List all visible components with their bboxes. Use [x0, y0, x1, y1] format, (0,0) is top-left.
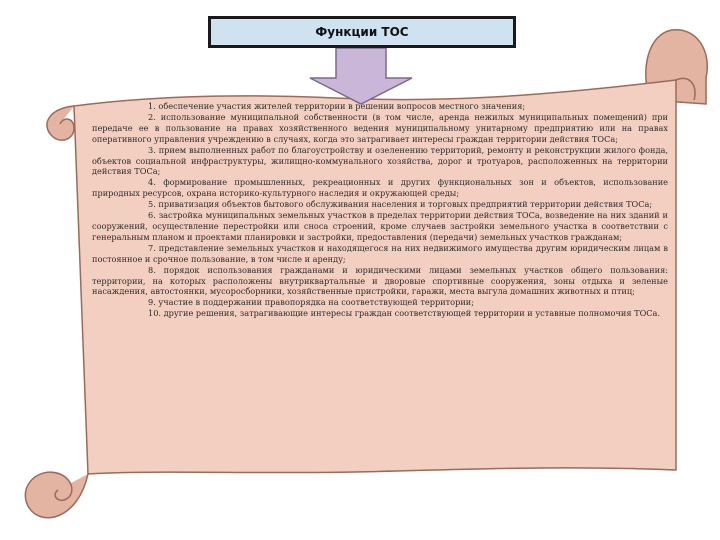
list-item: 3. прием выполненных работ по благоустро… — [92, 144, 668, 177]
list-item: 5. приватизация объектов бытового обслуж… — [148, 199, 653, 210]
list-item: 10. другие решения, затрагивающие интере… — [148, 308, 661, 319]
list-item: 9. участие в поддержании правопорядка на… — [148, 297, 475, 308]
scroll-bottom-curl — [24, 471, 89, 519]
list-item: 7. представление земельных участков и на… — [92, 242, 668, 264]
scroll-body — [73, 79, 677, 475]
down-arrow-icon — [309, 47, 413, 105]
list-item: 8. порядок использования гражданами и юр… — [92, 264, 668, 297]
title-box: Функции ТОС — [208, 16, 516, 48]
list-item: 4. формирование промышленных, рекреацион… — [92, 177, 668, 199]
diagram-title: Функции ТОС — [315, 25, 409, 39]
list-item: 2. использование муниципальной собственн… — [92, 111, 668, 144]
list-item: 6. застройка муниципальных земельных уча… — [92, 210, 668, 242]
scroll-top-curl-edge — [675, 77, 696, 101]
functions-list: 1. обеспечение участия жителей территори… — [92, 101, 668, 479]
list-item: 1. обеспечение участия жителей территори… — [148, 101, 526, 111]
scroll-left-roll — [46, 105, 75, 141]
